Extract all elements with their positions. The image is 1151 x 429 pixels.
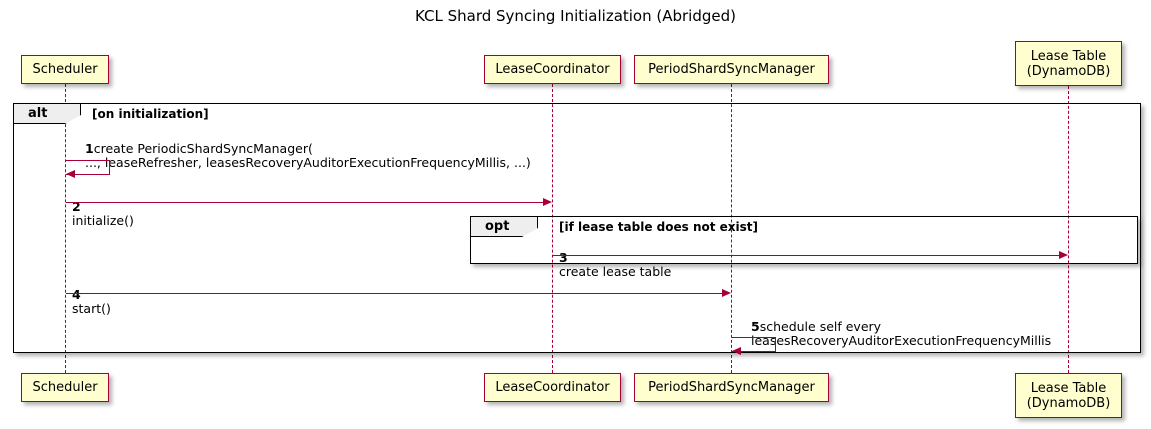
lifeline-lease-coordinator (552, 84, 553, 373)
fragment-opt-tab: opt (471, 217, 538, 237)
message-4-arrowhead (722, 289, 731, 297)
message-1-label: 1create PeriodicShardSyncManager( ..., l… (85, 128, 531, 170)
message-5-label: 5schedule self every leasesRecoveryAudit… (751, 306, 1051, 348)
fragment-opt (470, 216, 1138, 264)
participant-period-shard-sync-manager-bottom[interactable]: PeriodShardSyncManager (634, 373, 829, 402)
message-4-line (66, 293, 722, 294)
message-2-arrowhead (543, 198, 552, 206)
participant-scheduler-top[interactable]: Scheduler (21, 55, 109, 84)
message-3-text: create lease table (559, 264, 672, 279)
message-2-text: initialize() (72, 213, 134, 228)
participant-lease-table-bottom[interactable]: Lease Table (DynamoDB) (1015, 373, 1122, 418)
participant-lease-coordinator-bottom[interactable]: LeaseCoordinator (484, 373, 621, 402)
participant-lease-coordinator-top[interactable]: LeaseCoordinator (484, 55, 621, 84)
participant-lease-table-top[interactable]: Lease Table (DynamoDB) (1015, 41, 1122, 86)
message-4-number: 4 (72, 287, 81, 302)
message-2-number: 2 (72, 199, 81, 214)
message-1-text: create PeriodicShardSyncManager( ..., le… (85, 141, 531, 170)
message-3-arrowhead (1059, 251, 1068, 259)
fragment-alt-condition: [on initialization] (92, 107, 209, 121)
message-2-line (66, 202, 543, 203)
message-2-label: 2 initialize() (72, 186, 134, 228)
message-4-label: 4 start() (72, 274, 111, 316)
message-4-text: start() (72, 301, 111, 316)
message-3-line (553, 255, 1059, 256)
participant-scheduler-bottom[interactable]: Scheduler (21, 373, 109, 402)
lifeline-scheduler (65, 84, 66, 373)
message-5-text: schedule self every leasesRecoveryAudito… (751, 319, 1052, 348)
message-3-label: 3 create lease table (559, 237, 671, 279)
diagram-title: KCL Shard Syncing Initialization (Abridg… (415, 7, 736, 25)
message-5-arrowhead (732, 347, 741, 355)
message-1-arrowhead (66, 170, 75, 178)
lifeline-lease-table (1068, 86, 1069, 373)
fragment-opt-condition: [if lease table does not exist] (559, 220, 759, 234)
participant-period-shard-sync-manager-top[interactable]: PeriodShardSyncManager (634, 55, 829, 84)
message-1-number: 1 (85, 141, 94, 156)
lifeline-period-shard-sync-manager (731, 84, 732, 373)
message-5-number: 5 (751, 319, 760, 334)
fragment-alt-tab: alt (14, 104, 81, 124)
message-3-number: 3 (559, 250, 568, 265)
message-5-self-loop (732, 337, 776, 352)
fragment-alt (13, 103, 1141, 353)
message-1-self-loop (66, 160, 110, 175)
